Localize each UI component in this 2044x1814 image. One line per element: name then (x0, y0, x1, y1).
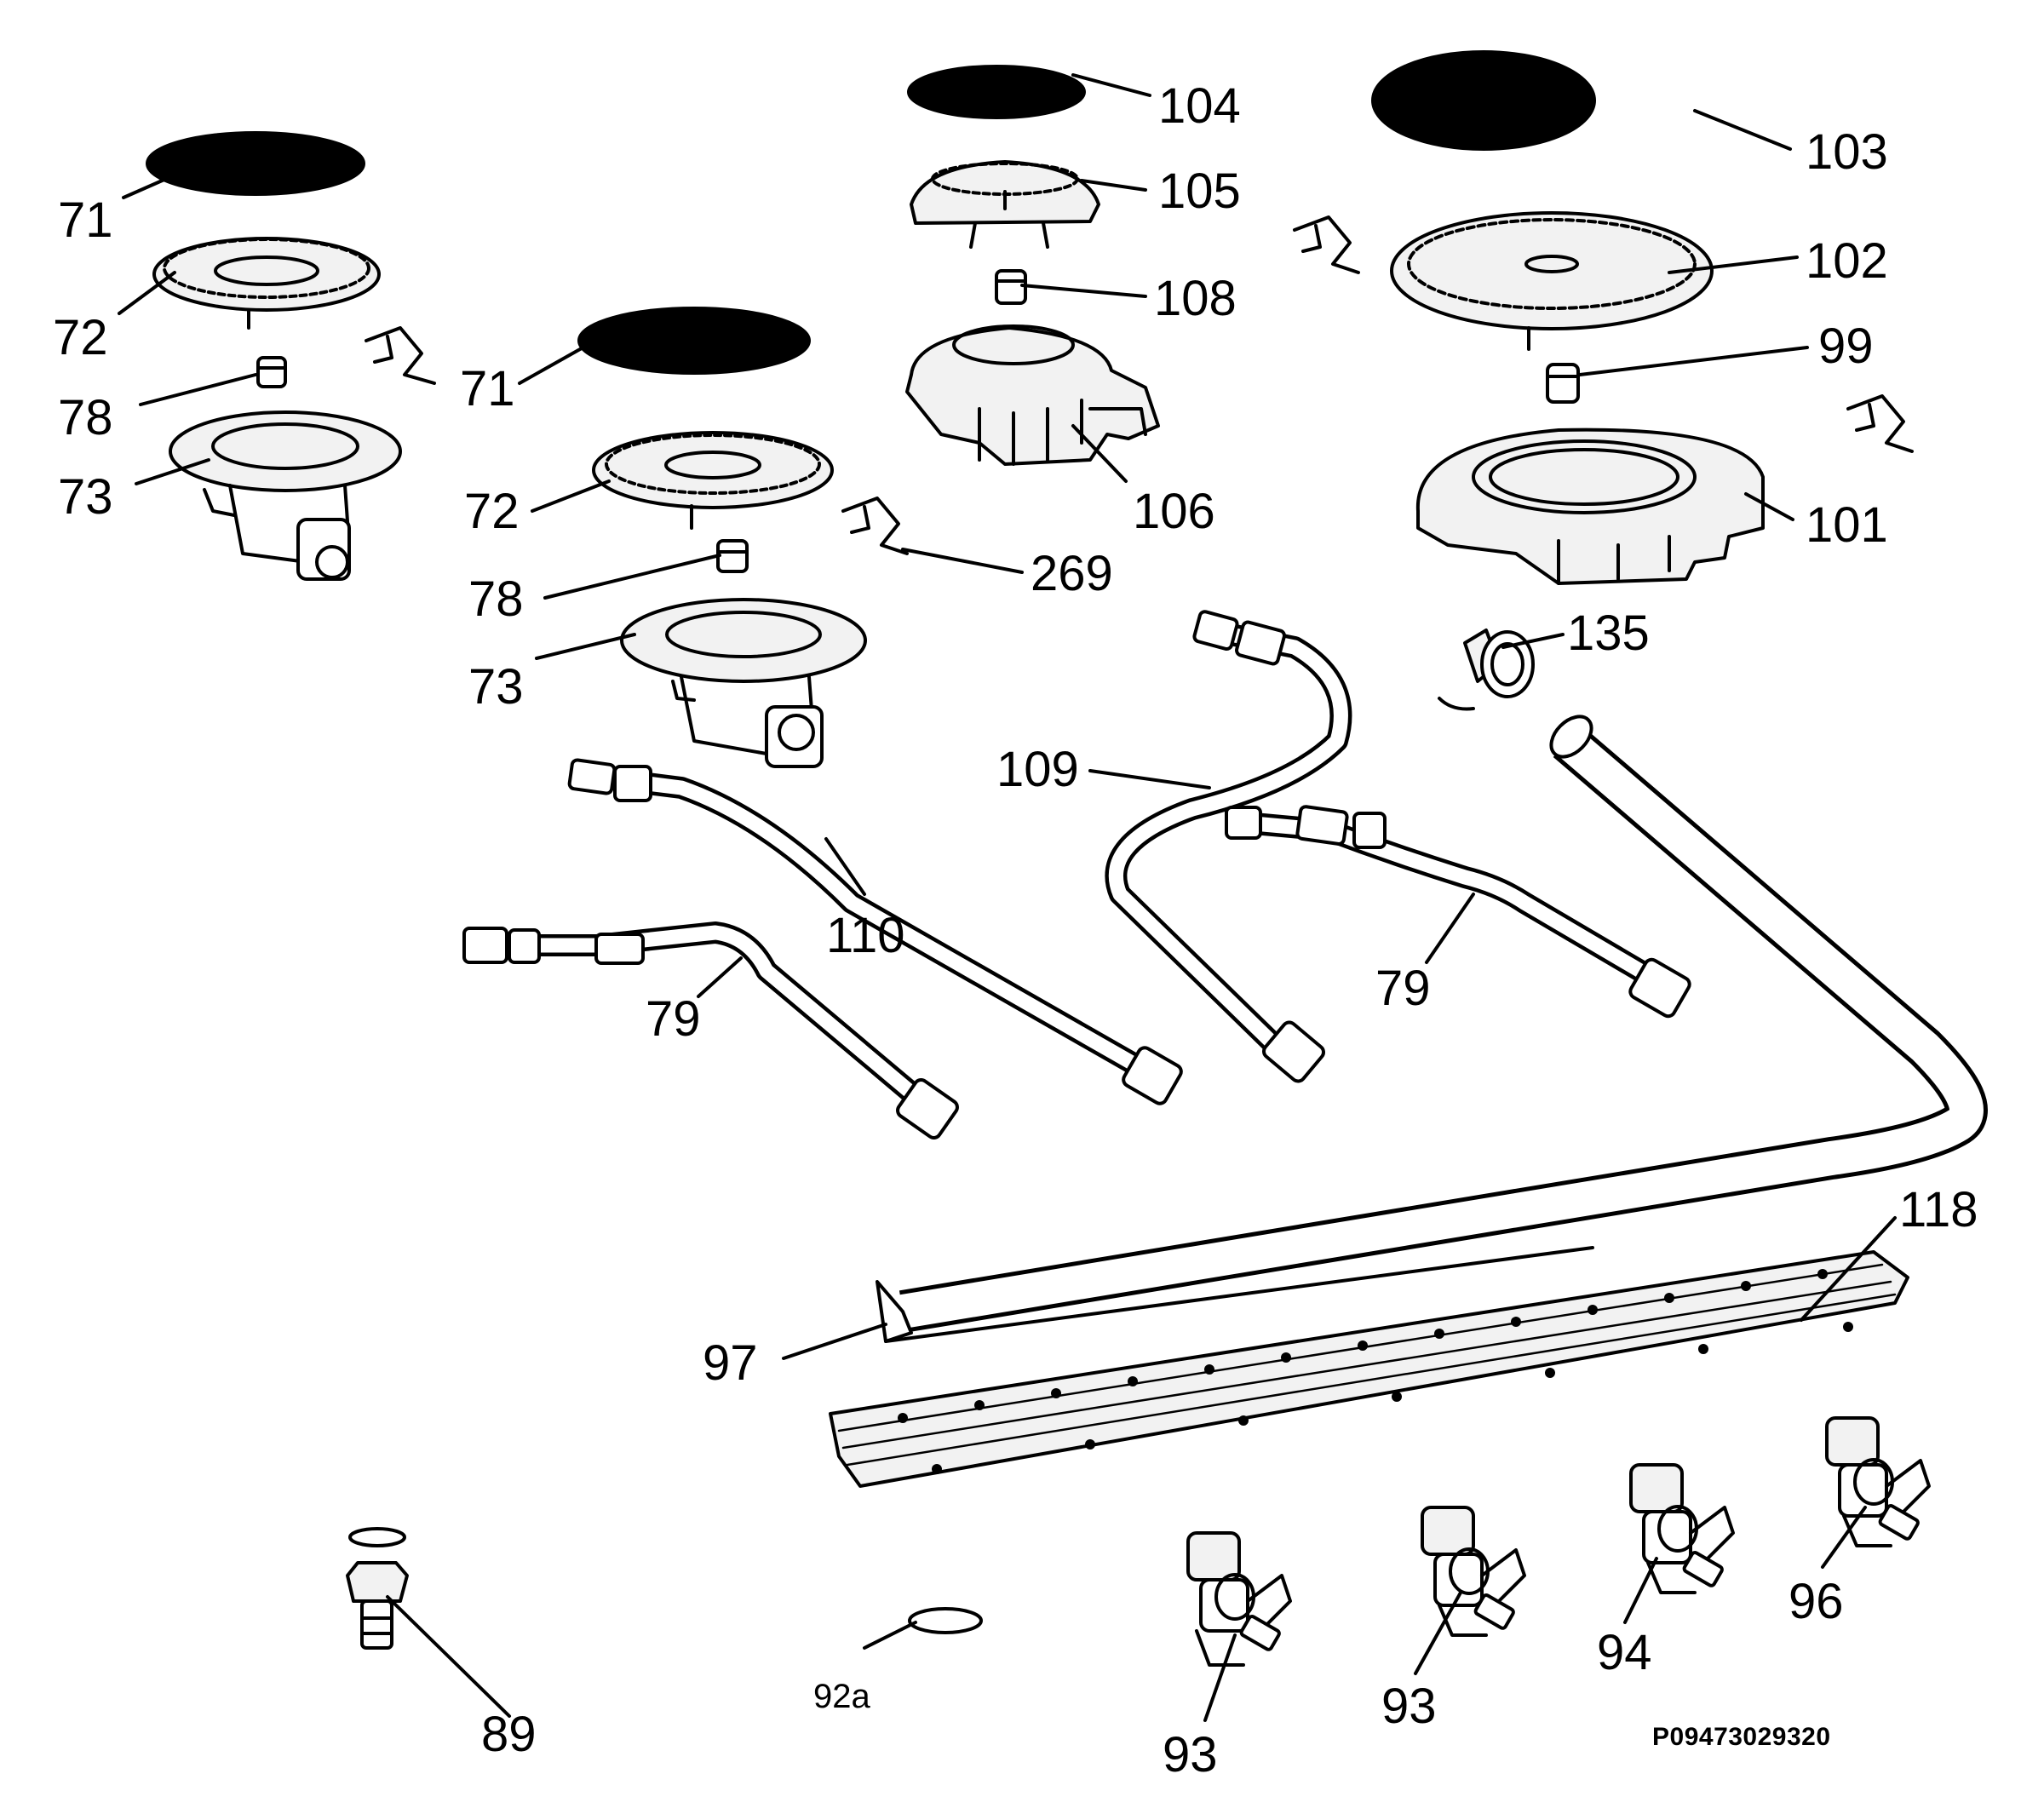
pipe-110 (567, 758, 1183, 1105)
callout-93-right: 93 (1381, 1679, 1437, 1734)
callout-103: 103 (1806, 124, 1888, 180)
callout-106: 106 (1133, 484, 1215, 539)
fitting-135 (1438, 629, 1535, 711)
callout-93-left: 93 (1163, 1727, 1218, 1782)
callout-105: 105 (1158, 164, 1241, 219)
callout-101: 101 (1806, 497, 1888, 553)
callout-89: 89 (481, 1707, 537, 1762)
callout-78-middle: 78 (468, 571, 524, 627)
callout-104: 104 (1158, 78, 1241, 134)
burner-base-101 (1415, 428, 1765, 585)
gas-tap-93-left (1186, 1531, 1292, 1667)
injector-108 (995, 269, 1027, 305)
callout-72-middle: 72 (464, 484, 520, 539)
flame-spreader-105 (910, 160, 1100, 249)
callout-108: 108 (1154, 271, 1237, 326)
callout-135: 135 (1567, 606, 1650, 661)
pipe-109 (1105, 610, 1352, 1083)
callout-94: 94 (1597, 1625, 1652, 1680)
injector-78-left (256, 356, 287, 388)
callout-79-right: 79 (1375, 961, 1431, 1016)
callout-72-left: 72 (53, 310, 108, 365)
burner-cap-71-left (146, 131, 365, 196)
callout-109: 109 (996, 742, 1079, 797)
clip-269 (365, 215, 1914, 555)
callout-92a: 92a (813, 1678, 870, 1715)
callout-73-middle: 73 (468, 659, 524, 715)
injector-78-middle (716, 539, 749, 573)
callout-99: 99 (1818, 319, 1874, 374)
burner-base-73-left (169, 410, 402, 581)
gas-tap-96 (1825, 1416, 1931, 1547)
drawing-code: P09473029320 (1652, 1723, 1831, 1751)
pipe-79-right (1225, 805, 1691, 1019)
flame-spreader-102 (1390, 211, 1714, 351)
injector-99 (1546, 363, 1580, 404)
callout-102: 102 (1806, 233, 1888, 289)
flame-spreader-72-middle (592, 431, 834, 530)
callout-97: 97 (703, 1335, 758, 1391)
burner-cap-103 (1371, 50, 1596, 151)
main-gas-pipe (886, 715, 1988, 1333)
callout-118: 118 (1899, 1182, 1978, 1237)
gas-tap-94 (1629, 1463, 1735, 1594)
callout-71-left: 71 (58, 192, 113, 248)
callout-78-left: 78 (58, 390, 113, 445)
flame-spreader-72-left (152, 237, 381, 330)
leader-lines (118, 73, 1897, 1722)
gas-tap-93-right (1421, 1506, 1526, 1637)
callout-96: 96 (1788, 1574, 1844, 1629)
callout-79-left: 79 (646, 991, 701, 1047)
burner-cap-71-middle (577, 307, 811, 375)
connector-89 (346, 1527, 409, 1650)
rail-118 (829, 1250, 1909, 1488)
callout-73-left: 73 (58, 469, 113, 525)
burner-cap-104 (907, 65, 1086, 119)
o-ring-92a (908, 1607, 983, 1634)
callout-110: 110 (826, 908, 905, 963)
gas-rail-97 (876, 1246, 1594, 1343)
pipe-79-left (462, 921, 959, 1139)
callout-269: 269 (1031, 546, 1113, 601)
burner-base-106 (905, 324, 1160, 466)
callout-71-middle: 71 (460, 361, 515, 416)
burner-base-73-middle (620, 598, 867, 768)
